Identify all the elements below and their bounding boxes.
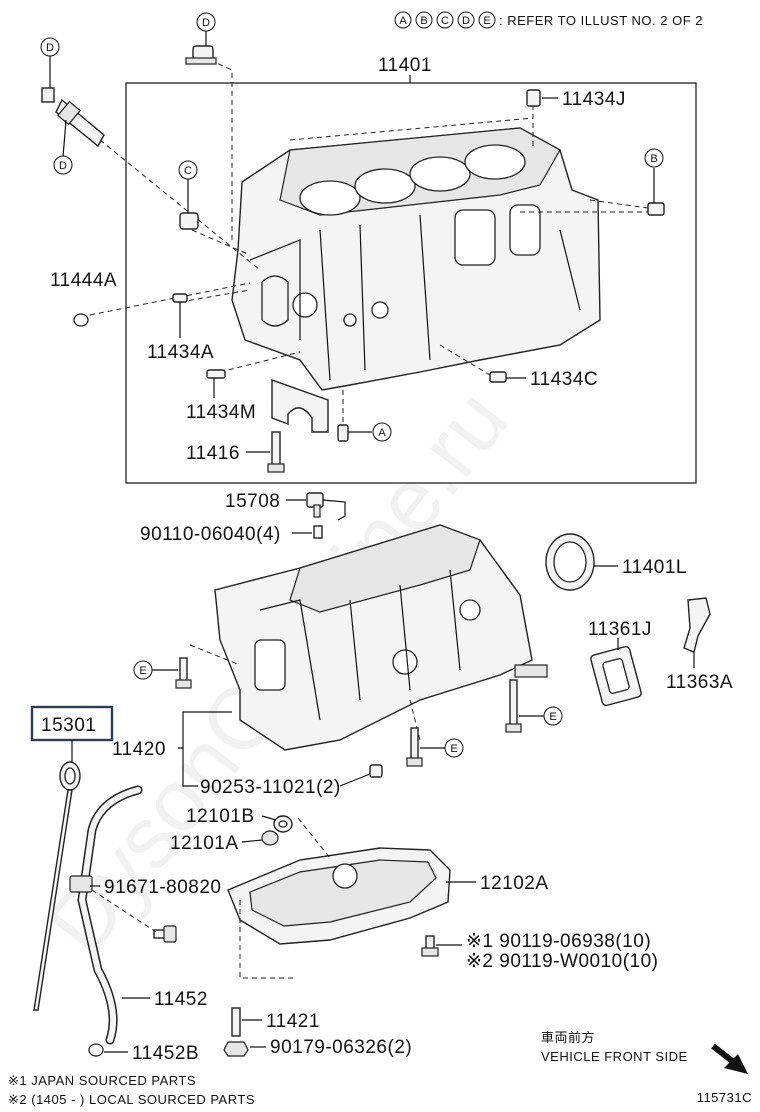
- bolt-90253: [369, 764, 383, 778]
- sensor-c: [179, 212, 199, 230]
- bolt-e-middle: [406, 727, 423, 767]
- refer-letter-a: A: [399, 15, 407, 27]
- callout-d-upper: D: [46, 42, 54, 54]
- oil-seal-11401l: [545, 533, 595, 591]
- oring-11452b: [88, 1043, 104, 1057]
- bearing-cap: [271, 379, 329, 433]
- refer-text: : REFER TO ILLUST NO. 2 OF 2: [499, 13, 703, 28]
- part-11361j-label[interactable]: 11361J: [588, 619, 652, 640]
- drain-washer-12101b: [273, 815, 293, 833]
- part-11401-label[interactable]: 11401: [378, 55, 432, 76]
- nut-90179: [223, 1041, 249, 1057]
- pin-11434a: [172, 293, 188, 303]
- drain-plug-12101a: [261, 830, 279, 846]
- illustration-code: 115731C: [697, 1090, 752, 1105]
- part-11434m-label[interactable]: 11434M: [186, 402, 256, 423]
- plug-11444a: [73, 313, 89, 327]
- part-11444a-label[interactable]: 11444A: [50, 270, 117, 291]
- bolt-e-left: [175, 657, 192, 689]
- footnote-local-sourced: ※2 (1405 - ) LOCAL SOURCED PARTS: [8, 1092, 255, 1107]
- callout-e-middle: E: [450, 743, 457, 755]
- bolt-91671: [153, 925, 177, 943]
- bolt-11416: [267, 431, 285, 473]
- callout-e-left: E: [139, 665, 146, 677]
- pin-11434c: [489, 371, 507, 383]
- part-11363a-label[interactable]: 11363A: [666, 672, 733, 693]
- refer-legend: A B C D E : REFER TO ILLUST NO. 2 OF 2: [394, 11, 703, 29]
- cylinder-block: [231, 127, 601, 391]
- pin-11434j: [526, 89, 541, 107]
- callout-c: C: [184, 165, 192, 177]
- part-90119-japan-label[interactable]: ※1 90119-06938(10): [466, 931, 651, 952]
- part-12101b-label[interactable]: 12101B: [186, 806, 255, 827]
- oil-pressure-switch: [41, 87, 105, 148]
- part-11416-label[interactable]: 11416: [186, 443, 240, 464]
- part-15301-label[interactable]: 15301: [41, 715, 96, 736]
- callout-d-top: D: [202, 17, 210, 29]
- callout-e-right: E: [549, 711, 556, 723]
- part-11434a-label[interactable]: 11434A: [147, 342, 214, 363]
- vehicle-front-arrow-icon: [711, 1043, 748, 1074]
- callout-d-lower: D: [59, 160, 67, 172]
- part-15708-label[interactable]: 15708: [225, 491, 280, 512]
- plate-11361j: [590, 645, 642, 707]
- pin-11434m: [206, 369, 226, 379]
- crankcase-11420: [214, 524, 548, 751]
- bolt-90110: [313, 525, 323, 539]
- cylinder-block-frame: [125, 82, 697, 484]
- bolt-90119: [421, 935, 439, 957]
- clip-11363a: [683, 597, 711, 653]
- oil-jet-15708: [306, 492, 346, 521]
- footnote-japan-sourced: ※1 JAPAN SOURCED PARTS: [8, 1073, 196, 1088]
- refer-letter-e: E: [483, 15, 490, 27]
- part-12101a-label[interactable]: 12101A: [170, 833, 239, 854]
- part-90110-label[interactable]: 90110-06040(4): [140, 524, 281, 545]
- part-11452-label[interactable]: 11452: [154, 989, 208, 1010]
- part-11421-label[interactable]: 11421: [266, 1011, 320, 1032]
- dipstick-15301: [33, 761, 81, 1011]
- bolt-e-right: [505, 679, 522, 733]
- part-90253-label[interactable]: 90253-11021(2): [200, 777, 341, 798]
- part-90179-label[interactable]: 90179-06326(2): [270, 1037, 412, 1058]
- part-11452b-label[interactable]: 11452B: [132, 1043, 199, 1064]
- part-11401l-label[interactable]: 11401L: [622, 557, 687, 578]
- pin-a: [337, 424, 349, 442]
- refer-letter-b: B: [420, 15, 427, 27]
- part-90119-local-label[interactable]: ※2 90119-W0010(10): [466, 951, 659, 972]
- vehicle-front-en: VEHICLE FRONT SIDE: [541, 1049, 688, 1064]
- part-91671-label[interactable]: 91671-80820: [104, 877, 222, 898]
- part-11434j-label[interactable]: 11434J: [562, 89, 626, 110]
- oil-pan-12102a: [227, 847, 451, 945]
- stud-11421: [231, 1007, 241, 1037]
- part-11434c-label[interactable]: 11434C: [530, 369, 598, 390]
- pin-b: [647, 202, 665, 216]
- callout-b: B: [650, 153, 657, 165]
- refer-letter-c: C: [441, 15, 449, 27]
- part-12102a-label[interactable]: 12102A: [480, 873, 549, 894]
- callout-a: A: [378, 427, 386, 439]
- vehicle-front-jp: 車両前方: [541, 1030, 595, 1045]
- gauge-guide-11452: [69, 785, 143, 1045]
- refer-letter-d: D: [462, 15, 470, 27]
- knock-sensor-d: [185, 45, 217, 65]
- part-11420-label[interactable]: 11420: [112, 739, 166, 760]
